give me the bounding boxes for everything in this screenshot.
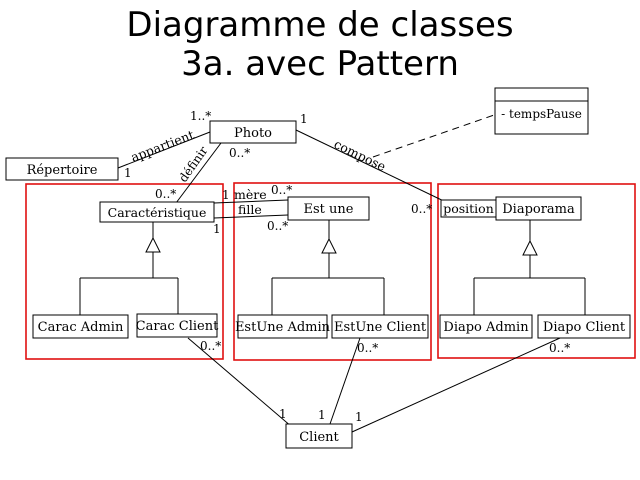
class-carac-admin[interactable]: Carac Admin: [32, 314, 129, 339]
class-repertoire-label: Répertoire: [27, 163, 98, 178]
class-diapo-client-label: Diapo Client: [543, 320, 626, 335]
class-estune-admin[interactable]: EstUne Admin: [235, 314, 331, 339]
class-estune-client[interactable]: EstUne Client: [331, 314, 429, 339]
class-client-label: Client: [299, 430, 339, 445]
multiplicity-photo-appartient: 1..*: [190, 109, 211, 123]
association-diapoclient-client: [351, 337, 561, 433]
class-diapo-admin[interactable]: Diapo Admin: [439, 314, 533, 339]
class-client[interactable]: Client: [285, 423, 353, 449]
class-diapo-admin-label: Diapo Admin: [443, 320, 529, 335]
multiplicity-photo-definir: 0..*: [229, 146, 250, 160]
generalization-arrow-diaporama: [522, 239, 538, 256]
association-definir: [175, 142, 222, 204]
class-est-une-label: Est une: [304, 202, 354, 217]
class-diaporama-label: Diaporama: [502, 202, 575, 217]
qualifier-position[interactable]: position: [440, 199, 497, 218]
association-class-note[interactable]: - tempsPause: [494, 87, 589, 135]
group-frame-est-une: [233, 182, 432, 361]
qualifier-position-label: position: [443, 201, 494, 216]
multiplicity-client-carac: 1: [279, 407, 287, 421]
multiplicity-caracclient-client: 0..*: [200, 339, 221, 353]
group-frame-diaporama: [437, 183, 636, 359]
class-estune-client-label: EstUne Client: [334, 320, 427, 335]
association-fille: [213, 214, 289, 219]
multiplicity-diapoclient-client: 0..*: [549, 341, 570, 355]
class-diapo-client[interactable]: Diapo Client: [537, 314, 631, 339]
class-repertoire[interactable]: Répertoire: [5, 157, 119, 181]
note-attribute-temps-pause: - tempsPause: [501, 107, 582, 121]
note-link-dashed: [372, 113, 498, 158]
class-photo[interactable]: Photo: [209, 120, 297, 144]
multiplicity-estune-mere: 0..*: [271, 183, 292, 197]
association-label-fille: fille: [238, 202, 262, 217]
multiplicity-repertoire-appartient: 1: [124, 166, 132, 180]
class-carac-admin-label: Carac Admin: [38, 320, 124, 335]
generalization-arrow-est-une: [321, 237, 337, 254]
class-carac-client[interactable]: Carac Client: [136, 313, 219, 338]
association-label-appartient: appartient: [129, 127, 196, 165]
multiplicity-photo-compose: 1: [300, 112, 308, 126]
association-appartient: [117, 131, 211, 169]
class-photo-label: Photo: [234, 126, 272, 141]
multiplicity-carac-definir: 0..*: [155, 187, 176, 201]
class-caracteristique[interactable]: Caractéristique: [99, 201, 215, 223]
association-compose: [295, 129, 453, 206]
class-diaporama[interactable]: Diaporama: [495, 196, 582, 221]
multiplicity-carac-fille: 1: [213, 222, 221, 236]
association-label-compose: compose: [332, 136, 389, 174]
class-carac-client-label: Carac Client: [136, 319, 219, 334]
association-estuneclient-client: [329, 337, 361, 425]
association-caracclient-client: [187, 337, 293, 428]
class-caracteristique-label: Caractéristique: [108, 205, 207, 220]
diagram-title-line-1: Diagramme de classes: [126, 5, 514, 45]
generalization-arrow-caracteristique: [145, 236, 161, 253]
multiplicity-estune-fille: 0..*: [267, 219, 288, 233]
diagram-title-line-2: 3a. avec Pattern: [181, 44, 459, 84]
association-label-mere: mère: [234, 187, 267, 202]
multiplicity-client-diapo: 1: [355, 410, 363, 424]
multiplicity-carac-mere: 1: [222, 188, 230, 202]
multiplicity-client-estune: 1: [318, 408, 326, 422]
class-estune-admin-label: EstUne Admin: [235, 320, 331, 335]
multiplicity-diaporama-compose: 0..*: [411, 202, 432, 216]
group-frame-caracteristique: [25, 183, 224, 360]
association-mere: [213, 199, 289, 204]
class-est-une[interactable]: Est une: [287, 196, 370, 221]
multiplicity-estuneclient-client: 0..*: [357, 341, 378, 355]
